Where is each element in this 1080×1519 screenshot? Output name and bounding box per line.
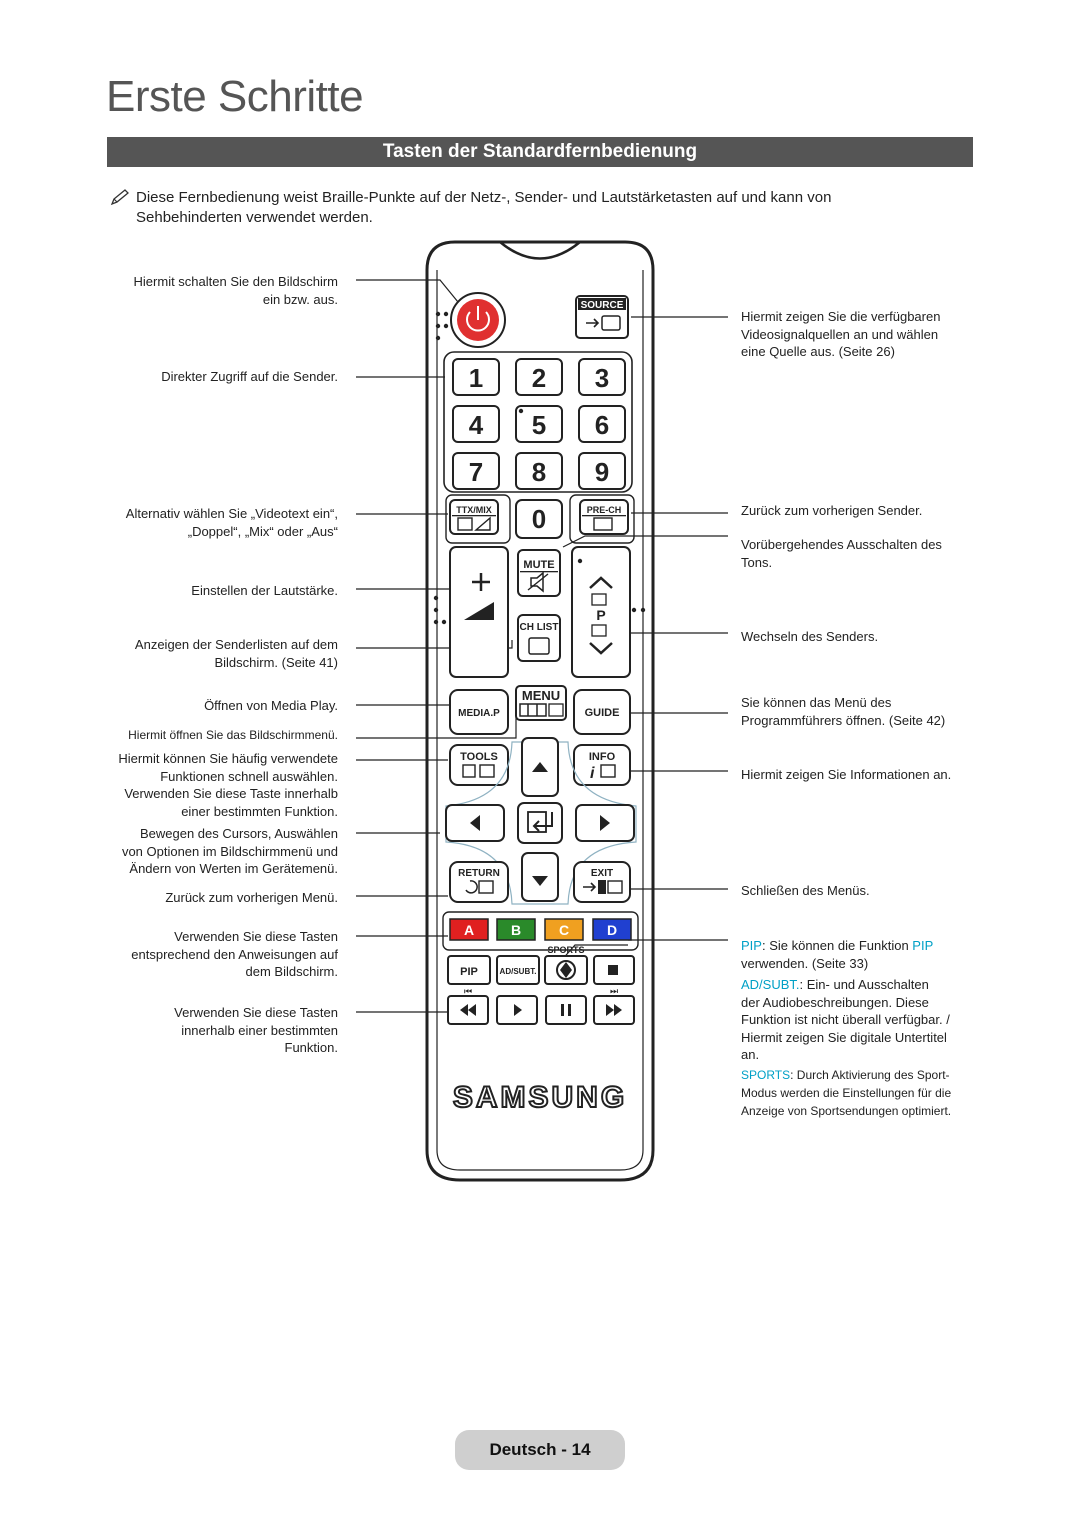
label-media: Öffnen von Media Play. [204, 698, 338, 713]
section-header: Tasten der Standardfernbedienung [107, 137, 973, 167]
label-info: Hiermit zeigen Sie Informationen an. [741, 767, 952, 782]
pre-ch-button [579, 499, 629, 535]
digit-7-button [452, 452, 500, 490]
color-button-b-label: B [511, 922, 521, 938]
ad-subt-button [496, 955, 540, 985]
digit-3-label: 3 [595, 363, 609, 393]
page-title: Erste Schritte [106, 72, 364, 121]
digit-2-label: 2 [532, 363, 546, 393]
label-sports: SPORTS: Durch Aktivierung des Sport- Mod… [741, 1068, 952, 1118]
digit-4-label: 4 [469, 410, 484, 440]
media-p-button [449, 689, 509, 735]
mute-button [517, 549, 561, 597]
menu-label: MENU [522, 688, 560, 703]
prech-label: PRE-CH [587, 505, 622, 515]
digit-8-label: 8 [532, 457, 546, 487]
color-button-c [544, 918, 584, 941]
source-label: SOURCE [581, 300, 624, 311]
digit-2-button [515, 358, 563, 396]
page-footer: Deutsch - 14 [455, 1430, 625, 1470]
adsubt-label: AD/SUBT. [500, 967, 537, 976]
enter-button [517, 802, 563, 844]
digit-1-button [452, 358, 500, 396]
svg-text:⏭: ⏭ [610, 986, 618, 996]
digit-9-label: 9 [595, 457, 609, 487]
return-label: RETURN [458, 868, 500, 879]
note-text: Diese Fernbedienung weist Braille-Punkte… [136, 189, 832, 226]
digit-3-button [578, 358, 626, 396]
pause-button [545, 995, 587, 1025]
digit-6-label: 6 [595, 410, 609, 440]
leader-lines [356, 279, 728, 1013]
label-volume: Einstellen der Lautstärke. [191, 583, 338, 598]
pip-label: PIP [460, 966, 478, 978]
label-prech: Zurück zum vorherigen Sender. [741, 503, 923, 518]
digit-8-button [515, 452, 563, 490]
remote-body-outline [425, 240, 655, 1182]
label-exit: Schließen des Menüs. [741, 883, 870, 898]
digit-7-label: 7 [469, 457, 483, 487]
pencil-note-icon [110, 189, 129, 206]
label-adsubt: AD/SUBT.: Ein- und Ausschalten der Audio… [741, 977, 950, 1062]
info-label: INFO [589, 751, 616, 763]
label-menu: Hiermit öffnen Sie das Bildschirmmenü. [128, 728, 338, 742]
svg-text:i: i [590, 765, 595, 782]
channel-rocker [571, 546, 631, 678]
digit-9-button [578, 452, 626, 490]
digit-5-button [515, 405, 563, 443]
tools-label: TOOLS [460, 751, 498, 763]
color-button-a-label: A [464, 922, 474, 938]
guide-label: GUIDE [585, 707, 620, 719]
sports-label: SPORTS [547, 945, 584, 955]
digit-4-button [452, 405, 500, 443]
color-button-b [496, 918, 536, 941]
label-channel: Wechseln des Senders. [741, 629, 879, 644]
samsung-logo: SAMSUNG [453, 1081, 627, 1114]
digit-0-label: 0 [532, 504, 546, 534]
note: Diese Fernbedienung weist Braille-Punkte… [110, 188, 940, 228]
exit-label: EXIT [591, 868, 613, 879]
digit-5-label: 5 [532, 410, 546, 440]
color-button-d-label: D [607, 922, 617, 938]
mute-label: MUTE [523, 559, 554, 571]
chlist-label: CH LIST [520, 622, 559, 633]
color-button-a [449, 918, 489, 941]
label-numbers: Direkter Zugriff auf die Sender. [161, 369, 338, 384]
label-ttx: Alternativ wählen Sie „Videotext ein“,„D… [125, 506, 338, 539]
color-button-c-label: C [559, 922, 569, 938]
p-label: P [596, 607, 605, 623]
guide-button [573, 689, 631, 735]
digit-0-button [515, 499, 563, 539]
digit-6-button [578, 405, 626, 443]
label-pip: PIP: Sie können die Funktion PIP verwend… [741, 938, 934, 971]
media-label: MEDIA.P [458, 708, 500, 719]
ttx-mix-button [449, 499, 499, 535]
color-button-d [592, 918, 632, 941]
pip-button [447, 955, 491, 985]
ttx-label: TTX/MIX [456, 505, 492, 515]
label-return: Zurück zum vorherigen Menü. [165, 890, 338, 905]
svg-text:⏮: ⏮ [464, 986, 472, 996]
braille-dot [518, 408, 524, 414]
digit-1-label: 1 [469, 363, 483, 393]
